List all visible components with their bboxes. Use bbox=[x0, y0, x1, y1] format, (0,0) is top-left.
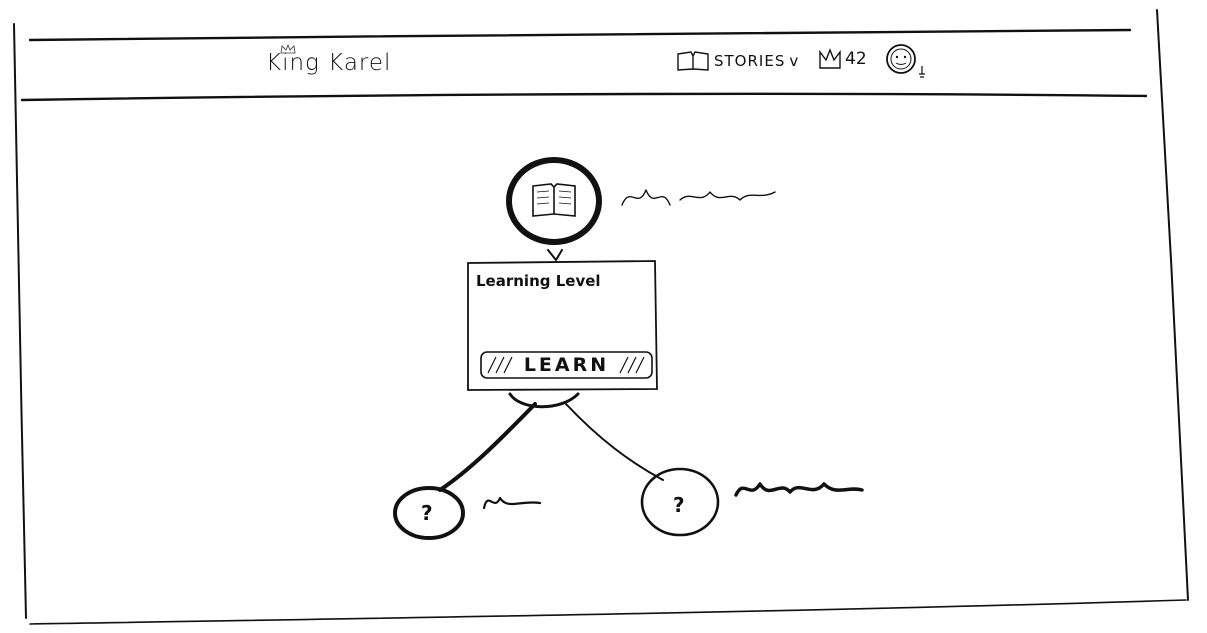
chevron-down-icon: v bbox=[789, 52, 800, 70]
stories-menu[interactable]: STORIES v bbox=[676, 50, 799, 72]
learn-button-label: LEARN bbox=[523, 354, 610, 376]
root-description-squiggle bbox=[621, 189, 776, 206]
right-description-squiggle bbox=[734, 482, 864, 497]
level-popup bbox=[467, 260, 658, 391]
avatar-icon bbox=[886, 44, 925, 78]
child-node-left[interactable]: ? bbox=[392, 485, 468, 541]
unknown-node-label: ? bbox=[421, 501, 433, 525]
user-avatar[interactable] bbox=[884, 44, 934, 84]
header-bottom-line bbox=[20, 92, 1148, 102]
crown-count: 42 bbox=[845, 49, 867, 69]
crown-counter[interactable]: 42 bbox=[818, 48, 867, 70]
brand-name: King Karel bbox=[266, 50, 392, 76]
popup-title: Learning Level bbox=[476, 272, 601, 290]
header-top-line bbox=[28, 28, 1132, 42]
book-icon bbox=[677, 51, 709, 71]
node-circle bbox=[393, 486, 465, 540]
left-description-squiggle bbox=[482, 496, 542, 510]
stories-label: STORIES bbox=[714, 52, 786, 70]
book-icon bbox=[506, 157, 602, 245]
root-node[interactable] bbox=[505, 156, 603, 250]
brand-logo[interactable]: King Karel bbox=[266, 44, 392, 76]
node-circle bbox=[640, 467, 720, 537]
learn-button-frame bbox=[480, 351, 653, 379]
learn-button[interactable]: LEARN bbox=[480, 351, 653, 379]
unknown-node-label: ? bbox=[673, 493, 685, 517]
crown-icon bbox=[819, 48, 841, 69]
crown-icon bbox=[280, 44, 296, 54]
child-node-right[interactable]: ? bbox=[638, 466, 722, 538]
